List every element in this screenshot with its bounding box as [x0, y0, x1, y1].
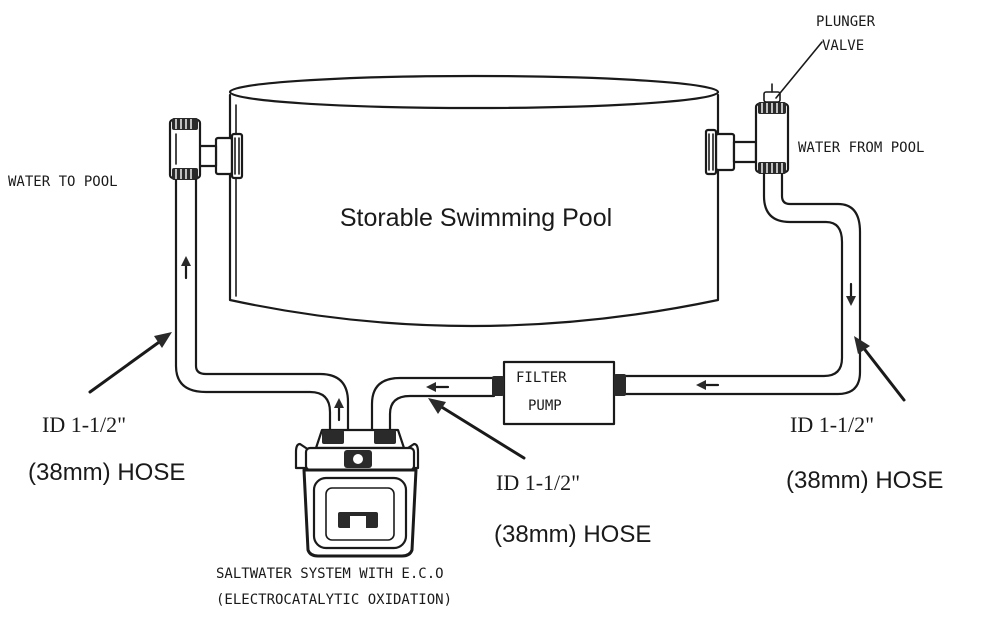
- flow-arrow-left-pump-out: [426, 382, 450, 392]
- hose-right-label-line1: ID 1-1/2": [790, 412, 874, 437]
- return-valve: [168, 118, 202, 180]
- flow-arrow-up-salt: [334, 398, 344, 422]
- pump-to-salt-hose: [370, 376, 496, 432]
- pool-body: [228, 74, 720, 328]
- hose-middle-label-line1: ID 1-1/2": [496, 470, 580, 495]
- saltwater-system-label-line2: (ELECTROCATALYTIC OXIDATION): [216, 592, 452, 608]
- right-wall-fitting: [704, 128, 758, 176]
- hose-right-label-line2: (38mm) HOSE: [786, 467, 943, 494]
- left-wall-fitting: [196, 132, 244, 180]
- saltwater-system-unit: [294, 428, 420, 558]
- leader-arrow-right-hose: [854, 336, 906, 402]
- water-from-pool-label: WATER FROM POOL: [798, 140, 924, 156]
- pool-title: Storable Swimming Pool: [340, 204, 612, 232]
- saltwater-system-label-line1: SALTWATER SYSTEM WITH E.C.O: [216, 566, 444, 582]
- filter-pump-label-line1: FILTER: [516, 370, 567, 386]
- hose-left-label-line1: ID 1-1/2": [42, 412, 126, 437]
- flow-arrow-left-pump-in: [696, 380, 720, 390]
- leader-arrow-middle-hose: [428, 398, 526, 460]
- filter-pump-label-line2: PUMP: [528, 398, 562, 414]
- hose-left-label-line2: (38mm) HOSE: [28, 459, 185, 486]
- flow-arrow-down-right: [846, 282, 856, 306]
- leader-line-plunger-valve: [775, 41, 823, 99]
- skimmer-to-pump-hose: [622, 172, 862, 396]
- hose-middle-label-line2: (38mm) HOSE: [494, 521, 651, 548]
- flow-arrow-up-left: [181, 256, 191, 280]
- plunger-valve-label-line1: PLUNGER: [816, 14, 876, 30]
- plunger-valve-label-line2: VALVE: [822, 38, 864, 54]
- water-to-pool-label: WATER TO POOL: [8, 174, 118, 190]
- leader-arrow-left-hose: [88, 332, 172, 394]
- filter-pump: [492, 360, 626, 426]
- return-hose: [174, 178, 350, 432]
- plunger-valve: [754, 83, 790, 174]
